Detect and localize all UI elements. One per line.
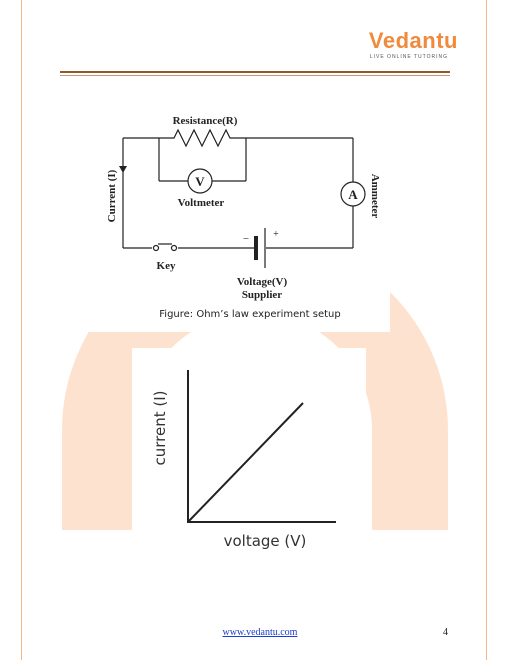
key-terminal-right [170,244,178,252]
battery-positive-sign: + [273,229,279,240]
supply-label-line1: Voltage(V) [237,276,288,288]
ammeter-label: Ammeter [369,174,381,219]
current-label: Current (I) [106,169,118,222]
resistance-label: Resistance(R) [173,115,238,127]
footer-website-link[interactable]: www.vedantu.com [222,627,298,638]
graph-line [187,402,304,523]
graph-x-label: voltage (V) [224,532,307,550]
battery-negative-sign: − [243,233,249,245]
key-label: Key [157,260,176,272]
supply-label-line2: Supplier [242,289,282,301]
logo-wordmark: Vedantu [368,28,458,53]
key-terminal-left [152,244,160,252]
circuit-panel [87,102,390,332]
voltmeter-label: Voltmeter [178,197,225,209]
voltmeter-symbol: V [195,174,205,189]
figure-caption: Figure: Ohm’s law experiment setup [159,309,341,320]
voltmeter-circle [187,168,213,194]
graph-panel [132,348,366,560]
page-number: 4 [443,627,448,638]
current-arrow-icon [119,166,127,173]
graph-y-label: current (I) [151,390,169,465]
resistor [159,128,246,148]
ammeter-circle [340,181,366,207]
page-border [21,0,487,660]
logo-tagline: LIVE ONLINE TUTORING [369,54,448,60]
ammeter-symbol: A [348,187,358,202]
header-rule-thin [60,75,450,76]
header-rule [60,71,450,73]
vedantu-logo: Vedantu LIVE ONLINE TUTORING [358,28,458,61]
